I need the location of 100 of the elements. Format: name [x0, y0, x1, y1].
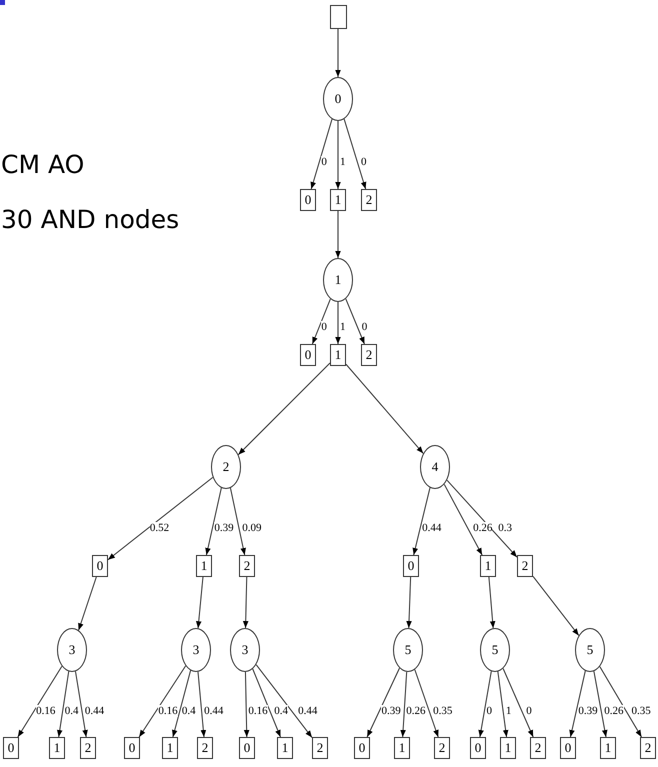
- or-node-circle: [181, 628, 211, 672]
- arrow: [198, 671, 206, 738]
- edge-label: 0.16: [36, 704, 56, 717]
- edge-label: 0.16: [158, 704, 178, 717]
- arrow: [256, 664, 312, 738]
- edge-label: 0: [321, 156, 327, 168]
- and-node-box: [312, 737, 328, 759]
- arrow: [488, 576, 496, 629]
- node-label: 0: [358, 740, 366, 756]
- and-node-box: [354, 737, 370, 759]
- arrow: [108, 476, 214, 560]
- and-node-box: [300, 344, 316, 366]
- and-node-box: [330, 189, 346, 211]
- edge-label: 0.26: [473, 522, 492, 534]
- node-label: 2: [534, 740, 542, 756]
- node-label: 4: [432, 459, 438, 475]
- and-node-box: [330, 5, 346, 29]
- node-label: 0: [564, 740, 572, 756]
- arrow: [412, 487, 430, 556]
- node-label: 2: [366, 347, 372, 363]
- arrow: [335, 210, 341, 258]
- and-node-box: [49, 737, 65, 759]
- and-node-box: [480, 555, 496, 577]
- node-label: 0: [304, 347, 312, 363]
- node-label: 1: [282, 740, 288, 756]
- and-node-box: [330, 344, 346, 366]
- node-label: 0: [474, 740, 482, 756]
- arrow: [75, 670, 88, 738]
- node-label: 2: [522, 558, 528, 574]
- arrow: [205, 487, 222, 556]
- node-label: 3: [68, 642, 76, 658]
- edge-label: 0.3: [498, 522, 512, 534]
- node-label: 5: [586, 642, 594, 658]
- arrow: [406, 576, 412, 629]
- and-node-box: [361, 189, 377, 211]
- and-node-box: [560, 737, 576, 759]
- arrow: [599, 666, 642, 738]
- edge-label: 0.35: [632, 704, 651, 717]
- edge-label: 0.39: [214, 522, 234, 534]
- arrow: [335, 302, 341, 344]
- node-label: 1: [504, 740, 512, 756]
- node-label: 2: [84, 740, 92, 756]
- arrow: [244, 672, 250, 738]
- edge-label: 1: [340, 320, 346, 332]
- and-node-box: [361, 344, 377, 366]
- arrow: [335, 120, 341, 190]
- node-label: 0: [408, 558, 414, 574]
- and-node-box: [530, 737, 546, 759]
- and-node-box: [239, 737, 255, 759]
- node-label: 2: [202, 740, 208, 756]
- node-label: 5: [404, 642, 412, 658]
- node-label: 2: [316, 740, 324, 756]
- and-node-box: [124, 737, 140, 759]
- edge-label: 0.35: [433, 704, 452, 717]
- and-node-box: [394, 737, 410, 759]
- node-label: 2: [244, 558, 250, 574]
- node-label: 5: [492, 642, 498, 658]
- or-node-circle: [57, 628, 87, 672]
- node-label: 1: [604, 740, 612, 756]
- edge-label: 0: [486, 704, 492, 717]
- and-node-box: [239, 555, 255, 577]
- and-node-box: [640, 737, 656, 759]
- arrow: [312, 298, 331, 344]
- edge-label: 0.39: [578, 704, 598, 717]
- or-node-circle: [211, 445, 241, 489]
- edge-label: 0.52: [150, 522, 170, 534]
- arrow: [446, 480, 518, 558]
- node-label: 0: [96, 558, 104, 574]
- edge-label: 0.4: [274, 704, 288, 717]
- node-label: 1: [334, 347, 342, 363]
- edge-label: 0.44: [422, 522, 442, 534]
- edge-label: 0.4: [182, 704, 196, 717]
- and-node-box: [92, 555, 108, 577]
- or-node-circle: [420, 445, 450, 489]
- node-label: 0: [244, 740, 250, 756]
- arrow: [569, 670, 586, 738]
- and-node-box: [80, 737, 96, 759]
- or-node-circle: [230, 628, 260, 672]
- and-node-box: [277, 737, 293, 759]
- and-node-box: [403, 555, 419, 577]
- and-node-box: [434, 737, 450, 759]
- arrow: [310, 118, 332, 190]
- or-node-circle: [393, 628, 423, 672]
- edge-label: 0: [361, 156, 367, 168]
- node-label: 1: [398, 740, 406, 756]
- edge-label: 0: [526, 704, 532, 717]
- arrow: [444, 484, 483, 556]
- edge-label: 0.44: [84, 704, 104, 717]
- arrow: [345, 298, 365, 344]
- or-node-circle: [323, 77, 353, 121]
- arrow: [138, 665, 186, 738]
- node-label: 1: [54, 740, 60, 756]
- arrow: [230, 488, 246, 556]
- edge-label: 0.26: [406, 704, 426, 717]
- edge-label: 1: [340, 156, 346, 168]
- arrow: [366, 668, 400, 738]
- arrow: [497, 671, 508, 738]
- arrow: [17, 666, 62, 738]
- node-label: 1: [200, 558, 208, 574]
- edge-label: 0.44: [298, 704, 318, 717]
